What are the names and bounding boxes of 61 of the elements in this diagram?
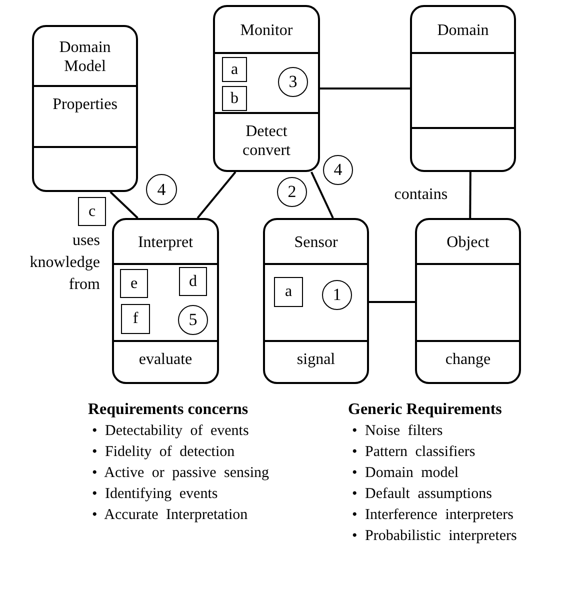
tag-letter: a (230, 60, 240, 78)
tag-box (120, 269, 148, 298)
number-circle (146, 174, 177, 205)
number-text: 4 (332, 160, 344, 179)
number-text: 2 (286, 182, 298, 201)
tag-box (222, 57, 247, 82)
number-text: 4 (156, 180, 167, 198)
number-text: 3 (288, 72, 298, 91)
tag-box (78, 197, 106, 226)
class-box (410, 5, 516, 172)
tag-letter: d (188, 272, 198, 290)
connector-line (196, 171, 236, 219)
class-box (415, 218, 521, 384)
number-text: 5 (188, 310, 198, 329)
tag-box (274, 277, 303, 307)
tag-box (121, 304, 150, 334)
list-heading: Requirements concerns (88, 400, 248, 420)
connector-line (469, 172, 472, 218)
tag-letter: b (230, 88, 240, 108)
list-item: • Interference interpreters (352, 506, 514, 525)
number-circle (277, 177, 307, 207)
class-name: Interpret (136, 233, 194, 252)
class-name: Domain Model (58, 38, 112, 76)
number-text: 1 (332, 285, 342, 304)
number-circle (178, 305, 208, 335)
class-text: Detect convert (242, 122, 292, 160)
class-name: Object (446, 233, 490, 252)
connector-line (320, 88, 410, 90)
class-text: evaluate (138, 350, 194, 369)
list-item: • Accurate Interpretation (92, 506, 248, 525)
class-box (263, 218, 369, 384)
connector-line (369, 301, 415, 303)
tag-letter: a (284, 282, 294, 301)
tag-box (179, 267, 207, 296)
list-item: • Identifying events (92, 485, 218, 504)
class-name: Sensor (293, 233, 339, 252)
class-text: signal (296, 350, 336, 369)
class-name: Monitor (239, 21, 294, 40)
list-item: • Active or passive sensing (92, 464, 270, 483)
class-box (112, 218, 219, 384)
list-item: • Probabilistic interpreters (352, 527, 517, 546)
list-item: • Domain model (352, 464, 459, 483)
list-item: • Detectability of events (92, 422, 249, 441)
annotation-text: uses knowledge from (28, 231, 100, 295)
list-item: • Pattern classifiers (352, 443, 476, 462)
class-box (32, 25, 138, 192)
class-text: change (444, 350, 492, 369)
number-circle (322, 280, 352, 310)
tag-box (222, 86, 247, 111)
list-item: • Fidelity of detection (92, 443, 235, 462)
class-box (213, 5, 320, 172)
number-circle (323, 155, 353, 185)
tag-letter: c (87, 202, 97, 220)
tag-letter: f (132, 309, 140, 328)
list-item: • Noise filters (352, 422, 443, 441)
tag-letter: e (129, 274, 139, 292)
list-item: • Default assumptions (352, 485, 492, 504)
class-text: Properties (52, 95, 118, 114)
class-name: Domain (436, 21, 490, 40)
list-heading: Generic Requirements (348, 400, 502, 420)
number-circle (278, 67, 308, 97)
